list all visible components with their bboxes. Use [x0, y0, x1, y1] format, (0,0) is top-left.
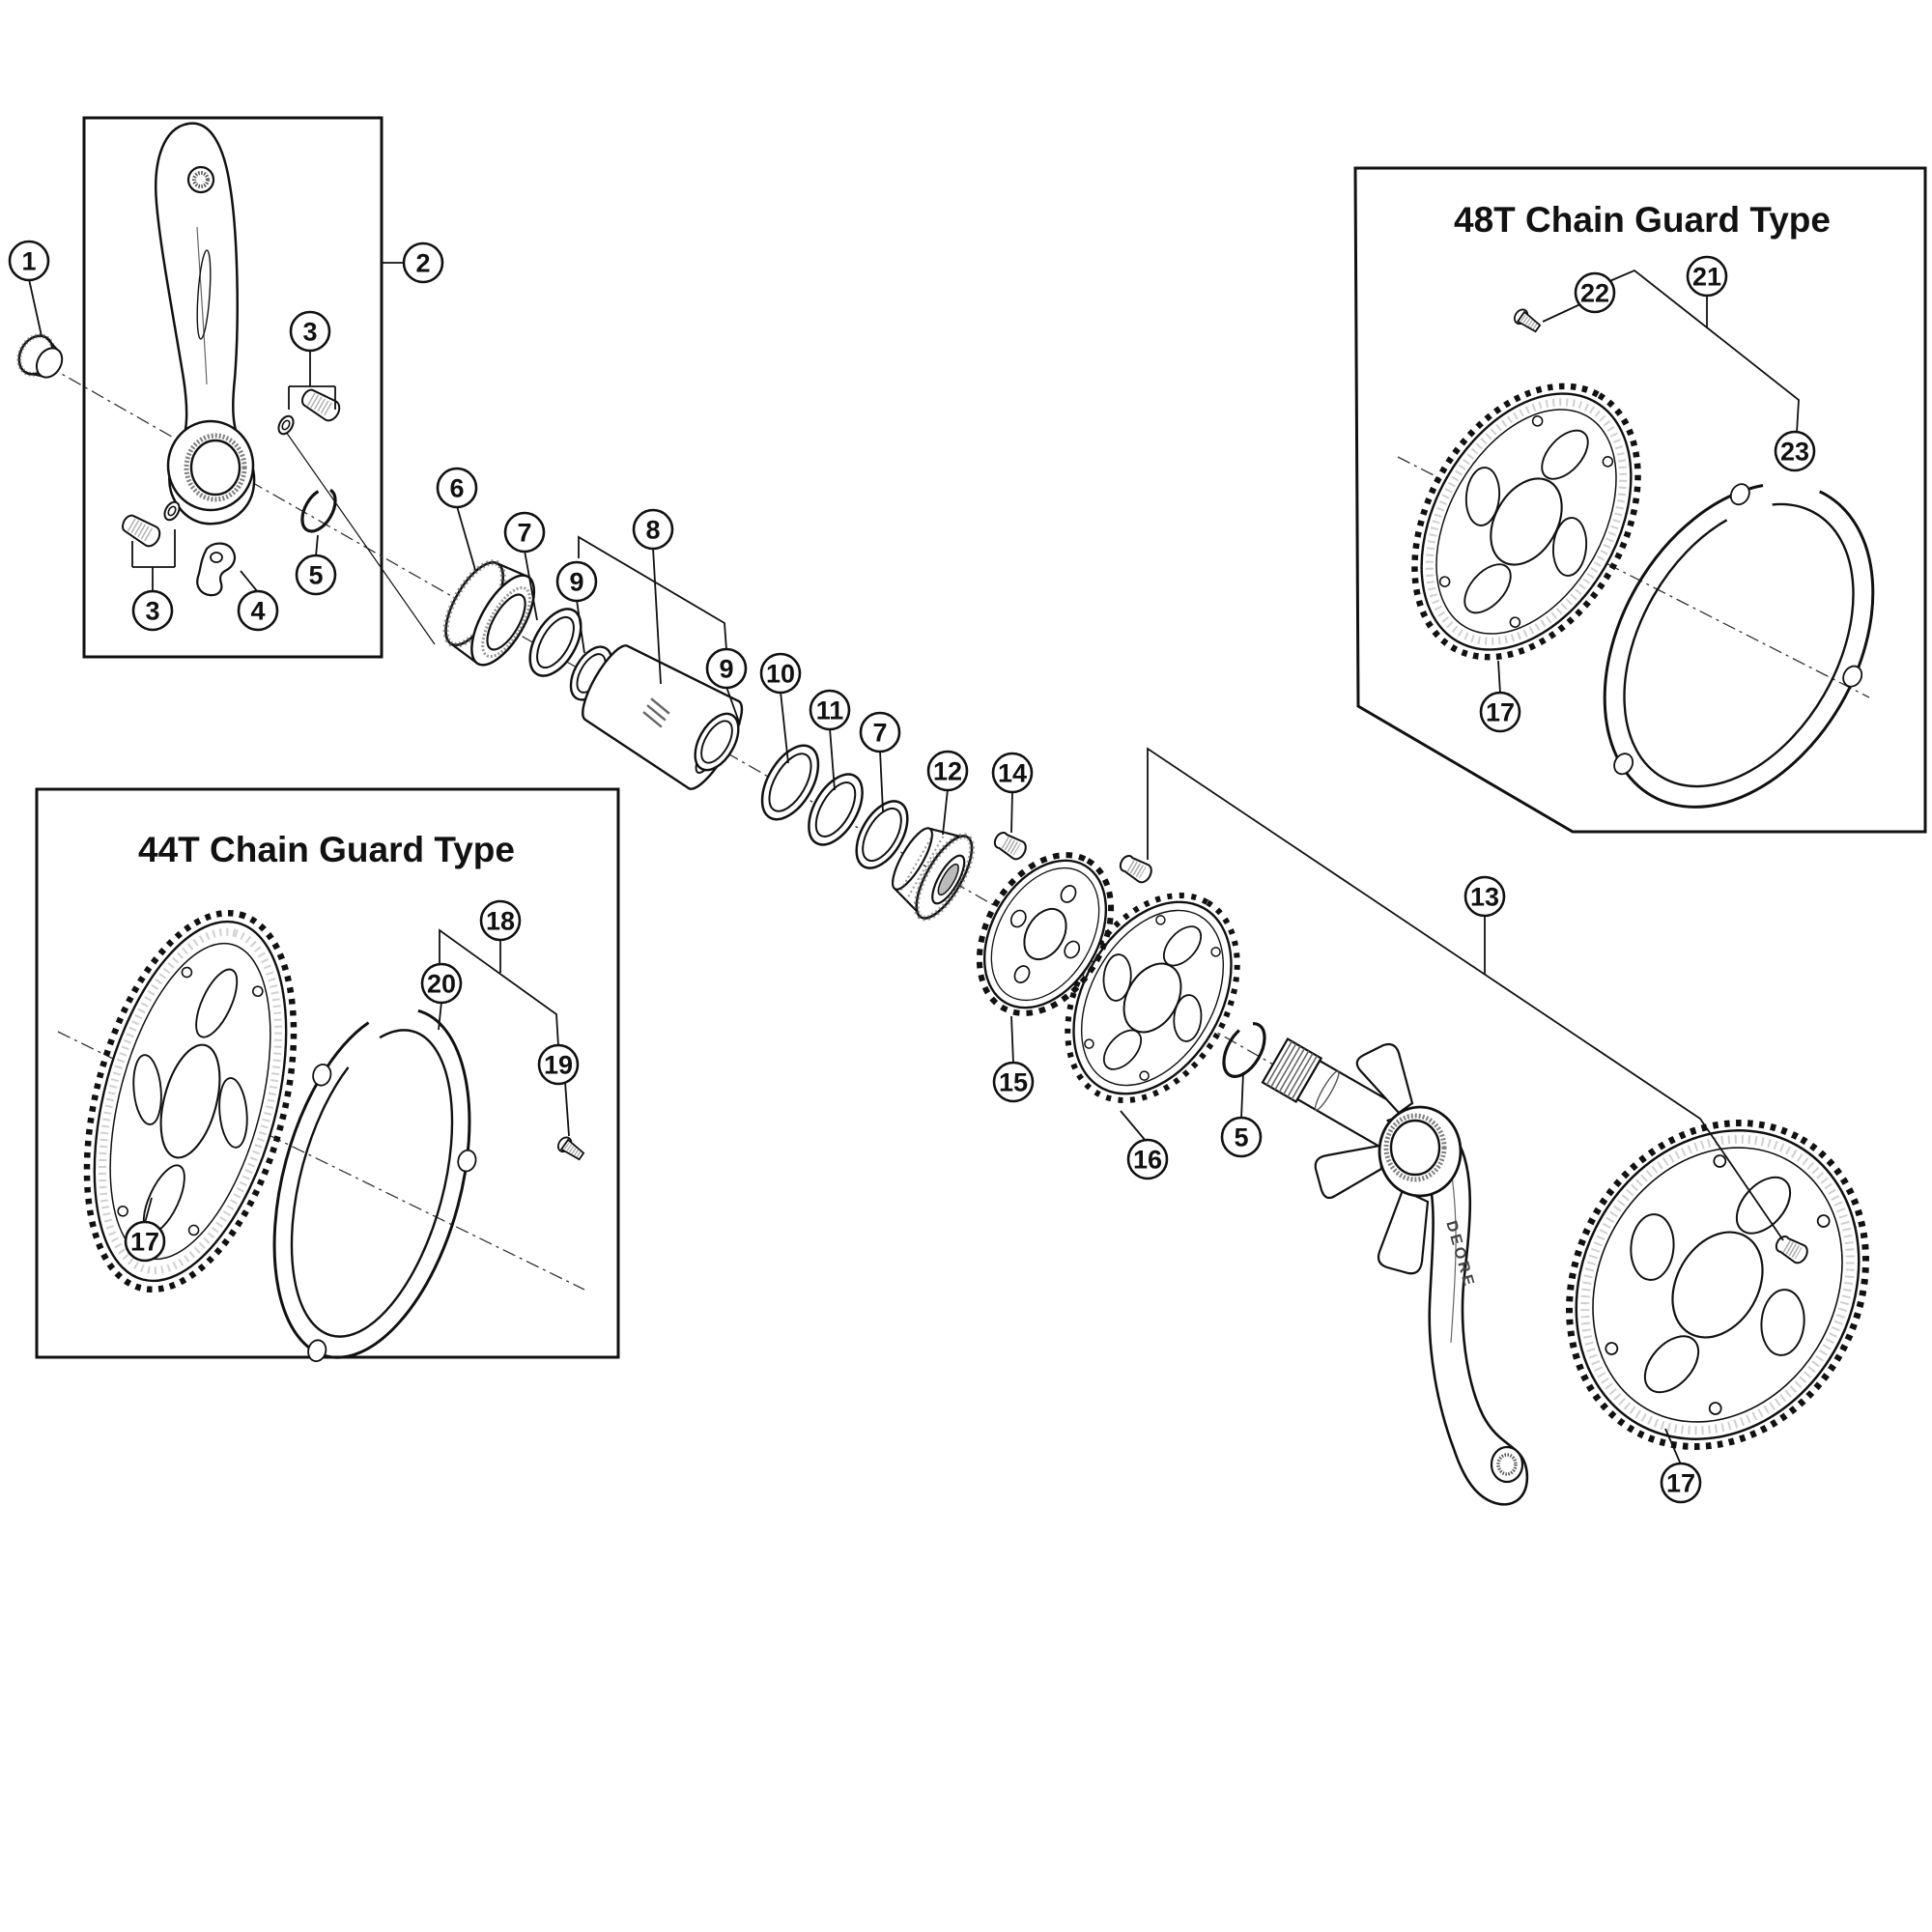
- svg-text:18: 18: [486, 907, 515, 936]
- callout-20: 20: [420, 962, 463, 1005]
- svg-text:21: 21: [1692, 263, 1721, 292]
- callout-1: 1: [8, 240, 50, 282]
- box-48t-title: 48T Chain Guard Type: [1454, 200, 1831, 240]
- svg-text:9: 9: [719, 655, 733, 684]
- snap-ring-part5-right: [1222, 1022, 1266, 1078]
- callout-9: 9: [705, 647, 748, 690]
- callout-3: 3: [131, 589, 174, 632]
- svg-text:12: 12: [933, 757, 962, 786]
- spacer-part10: [760, 744, 820, 821]
- callout-15: 15: [992, 1061, 1035, 1103]
- callout-3: 3: [289, 310, 331, 353]
- svg-text:15: 15: [999, 1068, 1028, 1097]
- aux-diagonal-line: [285, 431, 436, 645]
- callout-19: 19: [537, 1043, 580, 1086]
- chainring-48t-guard-version-part17: [1411, 383, 1641, 661]
- callout-17: 17: [1660, 1462, 1702, 1504]
- bracket-lines: [131, 269, 1800, 1241]
- callout-14: 14: [991, 752, 1034, 794]
- callout-16: 16: [1126, 1138, 1169, 1180]
- callout-23: 23: [1774, 430, 1816, 472]
- callout-5: 5: [1220, 1116, 1263, 1158]
- safety-plate-part4: [196, 542, 237, 597]
- callout-18: 18: [479, 899, 522, 942]
- pinch-bolt-washer-lower: [163, 500, 181, 522]
- svg-text:8: 8: [645, 516, 660, 545]
- svg-text:6: 6: [449, 474, 464, 503]
- guard-screw-part22: [1514, 308, 1542, 333]
- o-ring-part7-left: [528, 608, 582, 677]
- callout-6: 6: [436, 467, 478, 509]
- chainring-44t-part17: [83, 909, 298, 1293]
- snap-ring-part5-left: [300, 487, 337, 533]
- chain-guard-48t-part23: [1603, 482, 1875, 809]
- svg-text:17: 17: [130, 1228, 159, 1257]
- svg-text:17: 17: [1486, 698, 1515, 727]
- right-crank-arm-part13: [1314, 1042, 1529, 1506]
- callout-17: 17: [124, 1220, 166, 1263]
- svg-text:3: 3: [145, 597, 159, 626]
- chainring-24t-part15: [976, 852, 1115, 1016]
- svg-text:19: 19: [544, 1051, 573, 1080]
- pinch-bolt-washer-upper: [277, 414, 295, 436]
- chainring-48t-right-part17: [1566, 1120, 1869, 1450]
- svg-text:23: 23: [1780, 438, 1809, 467]
- svg-text:7: 7: [872, 719, 887, 748]
- svg-text:13: 13: [1470, 883, 1499, 912]
- svg-text:7: 7: [517, 519, 531, 548]
- chainring-bolt-inner: [1119, 855, 1152, 884]
- o-ring-part7-right: [855, 800, 909, 869]
- svg-text:22: 22: [1580, 279, 1609, 308]
- guard-screw-part19: [557, 1136, 585, 1161]
- pinch-bolt-upper: [301, 388, 341, 422]
- box-44t-title: 44T Chain Guard Type: [138, 830, 515, 869]
- callout-8: 8: [632, 508, 674, 551]
- callout-10: 10: [759, 652, 802, 695]
- svg-text:20: 20: [427, 970, 456, 999]
- chain-guard-44t-part20: [272, 1008, 477, 1362]
- callout-21: 21: [1686, 255, 1728, 298]
- svg-text:9: 9: [569, 568, 583, 597]
- detail-box-left-crank: [82, 116, 384, 659]
- callout-leader-lines: [28, 262, 1708, 1465]
- spacer-part9-right: [694, 712, 740, 772]
- left-crank-arm-part2: [155, 122, 256, 526]
- spacer-part11: [808, 773, 864, 846]
- crank-dust-cap-part1: [16, 333, 64, 379]
- box-48t-chain-guard: [1353, 166, 1927, 834]
- pedal-eye: [186, 165, 215, 194]
- svg-text:3: 3: [302, 318, 317, 347]
- svg-text:17: 17: [1666, 1469, 1695, 1498]
- callout-13: 13: [1463, 875, 1506, 918]
- chainring-32t-part16: [1065, 893, 1240, 1103]
- svg-text:11: 11: [816, 696, 844, 725]
- callout-7: 7: [503, 511, 546, 554]
- callout-7: 7: [859, 711, 901, 753]
- svg-text:4: 4: [250, 597, 265, 626]
- callout-4: 4: [237, 589, 279, 632]
- callout-11: 11: [809, 689, 851, 731]
- callout-5: 5: [295, 554, 337, 596]
- svg-text:10: 10: [766, 660, 795, 689]
- callout-22: 22: [1574, 271, 1616, 314]
- bb-cup-left-part6: [442, 559, 536, 667]
- chainring-bolt-part14: [993, 832, 1027, 861]
- callout-17: 17: [1479, 691, 1521, 733]
- bb-cup-right-part12: [892, 827, 976, 922]
- pinch-bolt-lower: [122, 514, 161, 548]
- callout-12: 12: [926, 750, 969, 792]
- pedal-eye-right: [1490, 1445, 1524, 1484]
- svg-text:5: 5: [1234, 1123, 1248, 1152]
- svg-text:16: 16: [1133, 1146, 1162, 1175]
- callout-2: 2: [402, 242, 444, 284]
- svg-text:14: 14: [998, 759, 1027, 788]
- svg-text:2: 2: [415, 249, 430, 278]
- svg-text:5: 5: [308, 561, 323, 590]
- callout-9: 9: [555, 560, 598, 603]
- svg-text:1: 1: [21, 247, 36, 276]
